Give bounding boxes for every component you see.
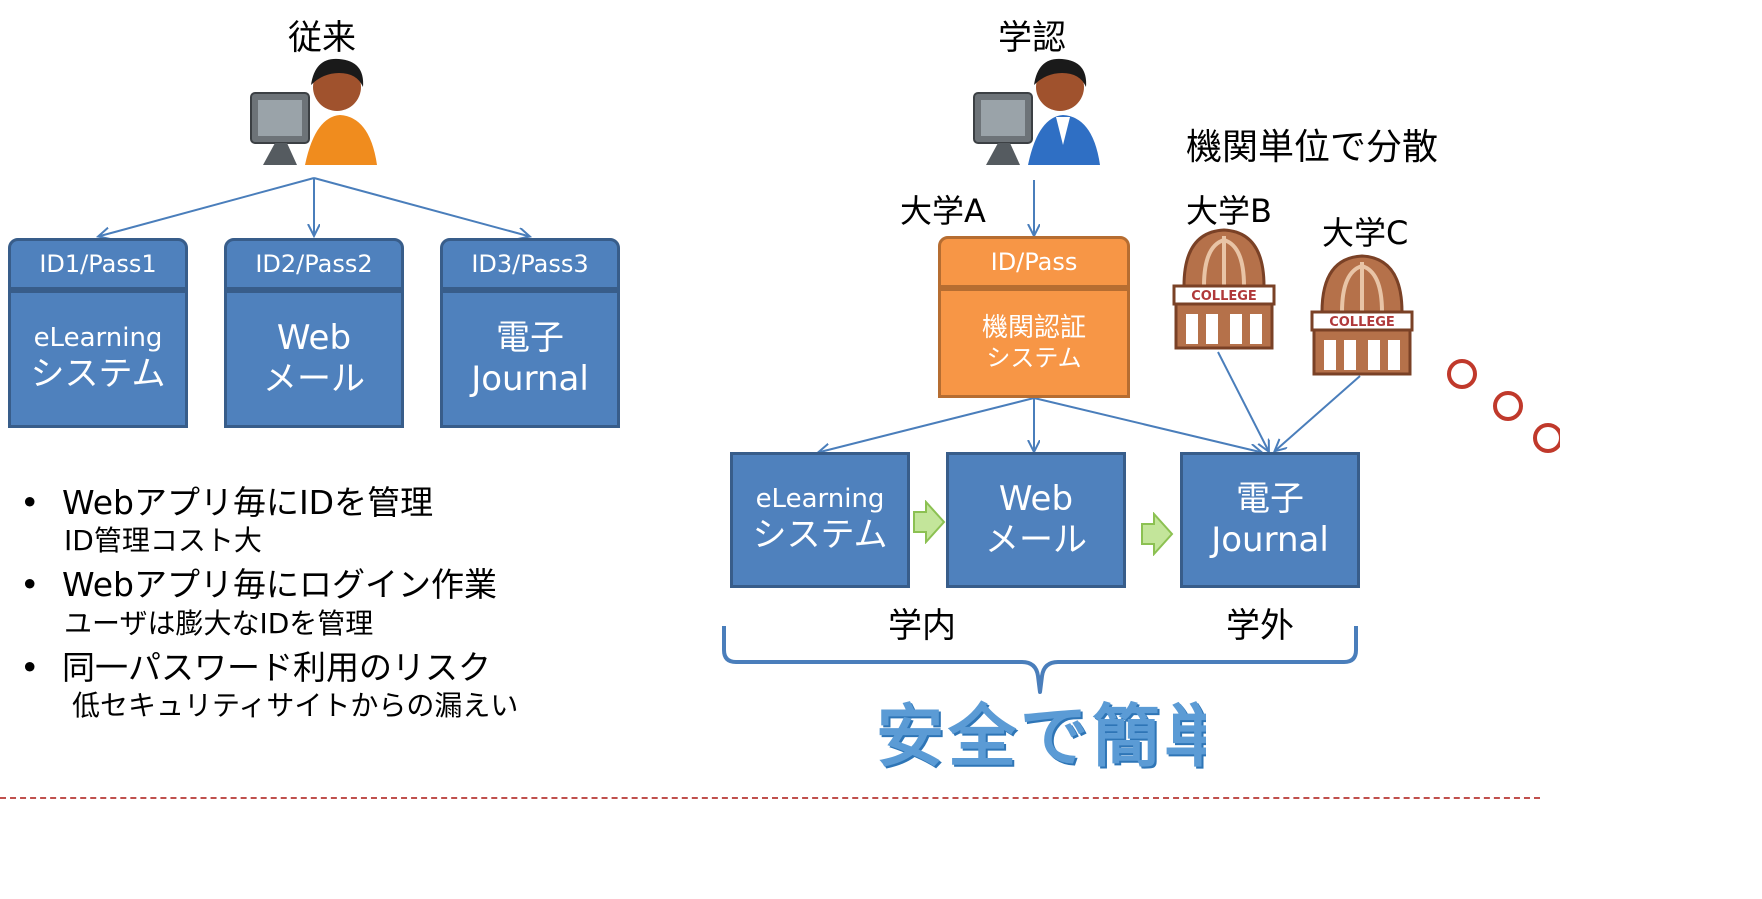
divider-line (0, 797, 1540, 799)
left-arrows (0, 177, 700, 260)
service-name-line2: メール (985, 520, 1087, 560)
list-item: •Webアプリ毎にログイン作業 (20, 565, 497, 605)
service-box-webmail: Web メール (946, 452, 1126, 588)
service-name-line1: Web (998, 479, 1074, 520)
list-item-sub: ID管理コスト大 (64, 524, 262, 558)
service-box-elearning: eLearning システム (730, 452, 910, 588)
list-item: •同一パスワード利用のリスク (20, 647, 491, 687)
service-name-line1: eLearning (33, 323, 163, 353)
list-item-sub: 低セキュリティサイトからの漏えい (72, 688, 519, 722)
user-computer-icon (250, 58, 377, 165)
service-box-journal: 電子 Journal (440, 290, 620, 428)
list-item-sub: ユーザは膨大なIDを管理 (64, 606, 374, 640)
grouping-brace (722, 626, 1358, 694)
user-computer-icon (973, 58, 1100, 165)
svg-text:COLLEGE: COLLEGE (1191, 289, 1257, 304)
service-name-line1: 電子 (496, 318, 564, 359)
service-name-line1: Web (276, 318, 352, 359)
service-name-line2: システム (30, 354, 166, 395)
id-pass-box-1: ID1/Pass1 (8, 238, 188, 290)
slogan-reflection: 安全で簡単 (876, 776, 1206, 806)
id-pass-box: ID/Pass (938, 236, 1130, 288)
distributed-label: 機関単位で分散 (1186, 127, 1439, 168)
id-pass-box-3: ID3/Pass3 (440, 238, 620, 290)
service-name-line1: eLearning (755, 484, 885, 514)
university-a-label: 大学A (900, 192, 986, 230)
service-box-journal: 電子 Journal (1180, 452, 1360, 588)
service-name-line1: 電子 (1236, 479, 1304, 520)
institution-auth-system-box: 機関認証 システム (938, 288, 1130, 398)
outside-campus-label: 学外 (1226, 606, 1294, 646)
list-item: •Webアプリ毎にIDを管理 (20, 483, 434, 522)
id-pass-box-2: ID2/Pass2 (224, 238, 404, 290)
right-arrows (700, 180, 1361, 460)
university-b-label: 大学B (1186, 192, 1272, 230)
university-c-label: 大学C (1322, 214, 1409, 252)
auth-name-line1: 機関認証 (981, 313, 1086, 343)
service-name-line2: Journal (471, 359, 589, 399)
issues-list: •Webアプリ毎にIDを管理 ID管理コスト大 •Webアプリ毎にログイン作業 … (20, 482, 700, 723)
auth-name-line2: システム (986, 344, 1082, 373)
green-arrow-icon (1141, 512, 1174, 556)
left-title: 従来 (288, 18, 356, 58)
service-name-line2: Journal (1211, 520, 1329, 560)
service-name-line2: メール (263, 359, 365, 399)
svg-text:COLLEGE: COLLEGE (1329, 315, 1395, 330)
college-building-icon: COLLEGE (1310, 254, 1414, 376)
right-title: 学認 (998, 18, 1066, 58)
service-box-elearning: eLearning システム (8, 290, 188, 428)
more-circles-icon (1447, 359, 1560, 453)
slogan-text: 安全で簡単 (876, 698, 1206, 777)
service-box-webmail: Web メール (224, 290, 404, 428)
inside-campus-label: 学内 (888, 606, 956, 646)
service-name-line2: システム (752, 515, 888, 556)
green-arrow-icon (913, 500, 946, 544)
college-building-icon: COLLEGE (1172, 228, 1276, 350)
